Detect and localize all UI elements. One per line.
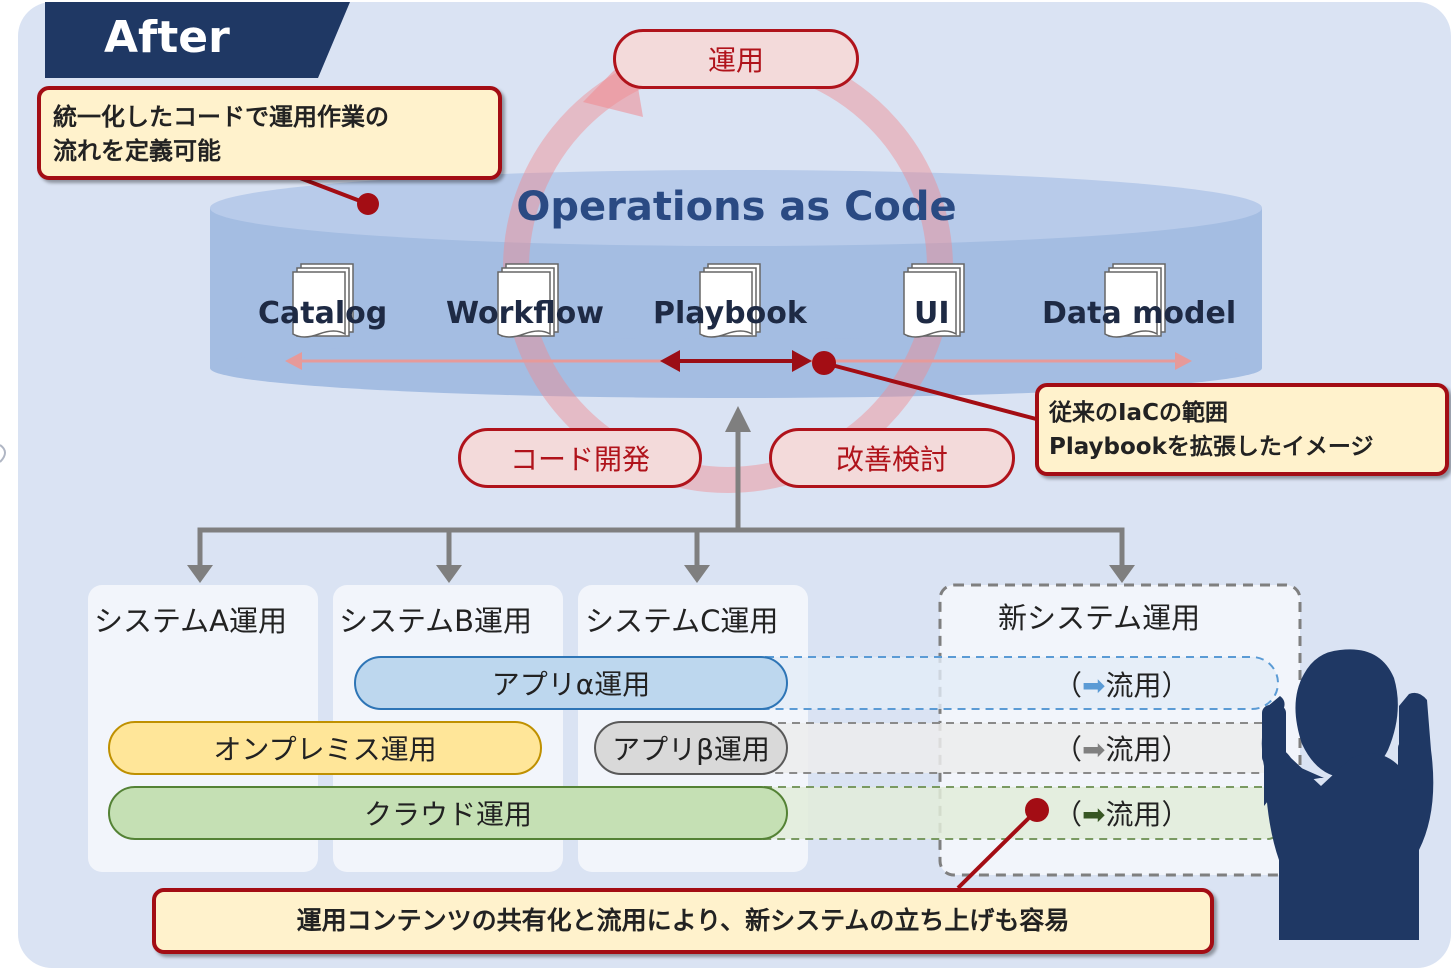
callout-iac-line1: 従来のIaCの範囲 bbox=[1049, 400, 1228, 426]
arrow-right-grey-icon: ➡ bbox=[1082, 733, 1106, 766]
alpha-reuse-band bbox=[739, 656, 1279, 710]
dot-unified bbox=[357, 193, 379, 215]
cloud-reuse-band bbox=[739, 786, 1279, 840]
system-c-label: システムC運用 bbox=[585, 604, 779, 638]
onprem-operation: オンプレミス運用 bbox=[108, 721, 542, 775]
after-badge-shape bbox=[45, 2, 350, 78]
arrow-right-green-icon: ➡ bbox=[1082, 798, 1106, 831]
callout-iac-line2: Playbookを拡張したイメージ bbox=[1049, 434, 1374, 460]
item-playbook: Playbook bbox=[653, 296, 807, 331]
distribution-arrowheads bbox=[187, 406, 1135, 583]
reuse-alpha: （➡流用） bbox=[1054, 669, 1190, 702]
system-a-label: システムA運用 bbox=[94, 604, 287, 638]
after-badge: After bbox=[104, 12, 230, 63]
reuse-cloud-label: 流用 bbox=[1105, 798, 1162, 831]
leader-iac bbox=[823, 361, 1041, 422]
leader-unified bbox=[299, 176, 369, 206]
reuse-cloud: （➡流用） bbox=[1054, 798, 1190, 831]
callout-iac-scope: 従来のIaCの範囲 Playbookを拡張したイメージ bbox=[1035, 383, 1449, 476]
item-catalog: Catalog bbox=[258, 296, 388, 331]
arrow-right-blue-icon: ➡ bbox=[1082, 669, 1106, 702]
new-system-label: 新システム運用 bbox=[998, 601, 1201, 635]
cloud-operation: クラウド運用 bbox=[108, 786, 788, 840]
callout-bottom: 運用コンテンツの共有化と流用により、新システムの立ち上げも容易 bbox=[152, 888, 1214, 954]
reuse-alpha-label: 流用 bbox=[1105, 669, 1162, 702]
leader-bottom bbox=[956, 808, 1039, 890]
beta-reuse-band bbox=[739, 722, 1279, 774]
person-icon bbox=[1261, 649, 1434, 940]
dot-bottom bbox=[1025, 798, 1049, 822]
dot-iac bbox=[812, 351, 836, 375]
cycle-operate: 運用 bbox=[613, 29, 859, 89]
document-icons bbox=[292, 263, 1166, 338]
cylinder-title: Operations as Code bbox=[516, 184, 957, 230]
cycle-develop: コード開発 bbox=[458, 428, 702, 488]
item-data-model: Data model bbox=[1042, 296, 1237, 331]
item-workflow: Workflow bbox=[446, 296, 604, 331]
callout-unified-code: 統一化したコードで運用作業の 流れを定義可能 bbox=[37, 86, 502, 180]
app-alpha-operation: アプリα運用 bbox=[354, 656, 788, 710]
app-beta-operation: アプリβ運用 bbox=[594, 721, 788, 775]
item-ui: UI bbox=[914, 296, 950, 331]
system-b-label: システムB運用 bbox=[339, 604, 533, 638]
edge-mark bbox=[0, 444, 6, 463]
callout-unified-line2: 流れを定義可能 bbox=[53, 137, 221, 165]
cylinder bbox=[210, 170, 1262, 398]
reuse-beta: （➡流用） bbox=[1054, 733, 1190, 766]
cycle-improve: 改善検討 bbox=[769, 428, 1015, 488]
distribution-arrows bbox=[197, 432, 1125, 568]
reuse-beta-label: 流用 bbox=[1105, 733, 1162, 766]
callout-unified-line1: 統一化したコードで運用作業の bbox=[53, 103, 389, 131]
playbook-scope-arrow bbox=[660, 350, 812, 372]
